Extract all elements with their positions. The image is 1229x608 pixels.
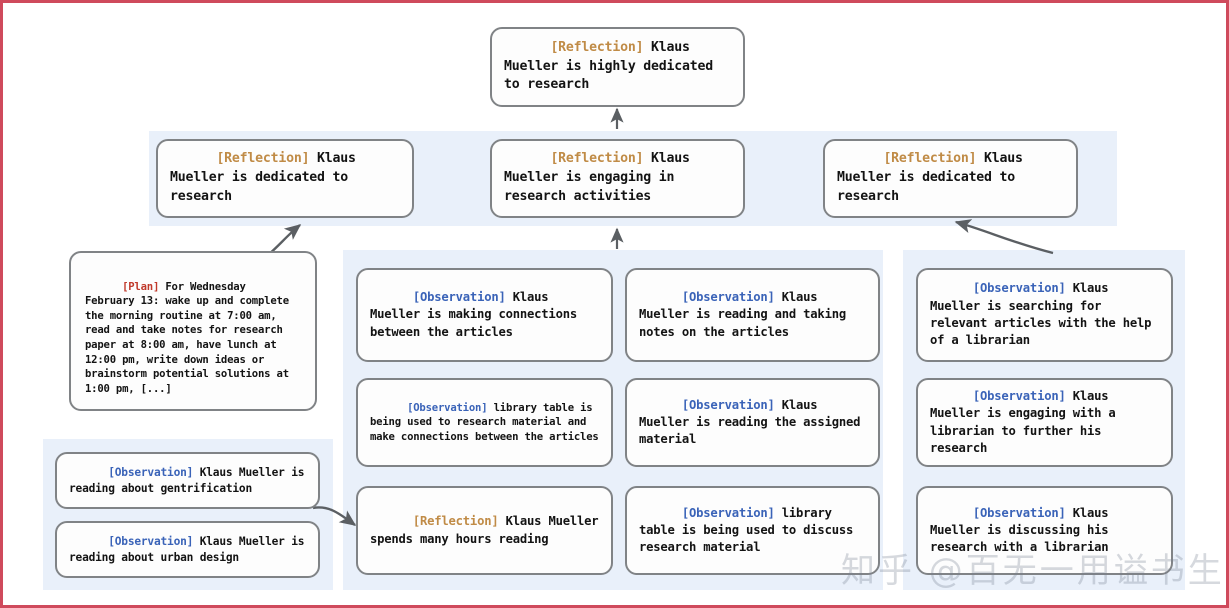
node-colB-1[interactable]: [Observation] Klaus Mueller is reading a… — [625, 268, 880, 362]
node-colB-3[interactable]: [Observation] library table is being use… — [625, 486, 880, 575]
node-left-observation-2[interactable]: [Observation] Klaus Mueller is reading a… — [55, 521, 320, 578]
reflection-tag: [Reflection] — [550, 39, 644, 55]
node-top-reflection[interactable]: [Reflection] Klaus Mueller is highly ded… — [490, 27, 745, 107]
node-text: Klaus Mueller is highly dedicated to res… — [504, 39, 721, 93]
node-colA-1[interactable]: [Observation] Klaus Mueller is making co… — [356, 268, 613, 362]
node-colA-3[interactable]: [Reflection] Klaus Mueller spends many h… — [356, 486, 613, 575]
node-colA-2[interactable]: [Observation] library table is being use… — [356, 378, 613, 467]
node-text: Klaus Mueller is reading about gentrific… — [69, 465, 311, 495]
reflection-tag: [Reflection] — [216, 151, 310, 167]
node-text: Klaus Mueller is dedicated to research — [170, 151, 364, 204]
observation-tag: [Observation] — [972, 505, 1066, 520]
observation-tag: [Observation] — [681, 290, 775, 305]
plan-tag: [Plan] — [122, 280, 160, 293]
node-colC-3[interactable]: [Observation] Klaus Mueller is discussin… — [916, 486, 1173, 575]
node-text: For Wednesday February 13: wake up and c… — [85, 280, 296, 395]
reflection-tag: [Reflection] — [412, 514, 499, 529]
node-text: Klaus Mueller is reading and taking note… — [639, 290, 854, 339]
node-reflection-3[interactable]: [Reflection] Klaus Mueller is dedicated … — [823, 139, 1078, 218]
node-reflection-2[interactable]: [Reflection] Klaus Mueller is engaging i… — [490, 139, 745, 218]
node-text: Klaus Mueller is reading about urban des… — [69, 534, 311, 564]
observation-tag: [Observation] — [407, 401, 488, 414]
observation-tag: [Observation] — [108, 534, 194, 548]
reflection-tag: [Reflection] — [550, 151, 644, 167]
reflection-tag: [Reflection] — [883, 151, 977, 167]
node-text: Klaus Mueller is dedicated to research — [837, 151, 1031, 204]
node-left-observation-1[interactable]: [Observation] Klaus Mueller is reading a… — [55, 452, 320, 509]
node-colC-2[interactable]: [Observation] Klaus Mueller is engaging … — [916, 378, 1173, 467]
node-text: Klaus Mueller is discussing his research… — [930, 505, 1116, 555]
observation-tag: [Observation] — [412, 290, 506, 305]
node-text: Klaus Mueller is making connections betw… — [370, 290, 585, 339]
node-text: Klaus Mueller is searching for relevant … — [930, 281, 1159, 348]
arrow-right-to-right-reflection — [954, 219, 1054, 255]
node-text: Klaus Mueller is engaging in research ac… — [504, 151, 698, 204]
node-text: Klaus Mueller is engaging with a librari… — [930, 388, 1123, 455]
node-plan[interactable]: [Plan] For Wednesday February 13: wake u… — [69, 251, 317, 411]
node-text: library table is being used to research … — [370, 401, 599, 443]
node-colC-1[interactable]: [Observation] Klaus Mueller is searching… — [916, 268, 1173, 362]
observation-tag: [Observation] — [972, 388, 1066, 403]
observation-tag: [Observation] — [972, 281, 1066, 296]
node-text: Klaus Mueller spends many hours reading — [370, 514, 606, 546]
observation-tag: [Observation] — [681, 505, 775, 520]
node-text: library table is being used to discuss r… — [639, 505, 861, 555]
observation-tag: [Observation] — [108, 465, 194, 479]
observation-tag: [Observation] — [681, 397, 775, 412]
node-text: Klaus Mueller is reading the assigned ma… — [639, 397, 868, 447]
node-colB-2[interactable]: [Observation] Klaus Mueller is reading t… — [625, 378, 880, 467]
node-reflection-1[interactable]: [Reflection] Klaus Mueller is dedicated … — [156, 139, 414, 218]
